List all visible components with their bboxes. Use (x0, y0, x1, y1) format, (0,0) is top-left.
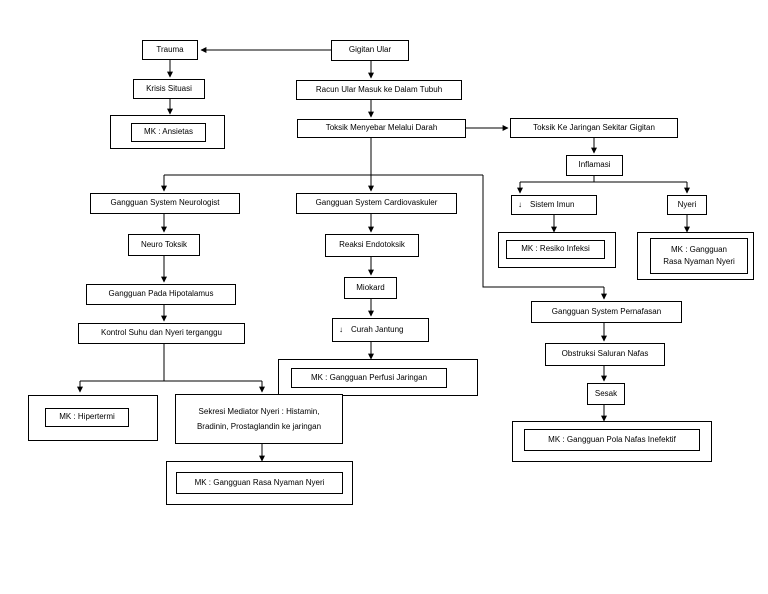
label-racun-ular: Racun Ular Masuk ke Dalam Tubuh (315, 84, 443, 94)
node-mk-hipertermi: MK : Hipertermi (45, 408, 129, 427)
node-mk-perfusi: MK : Gangguan Perfusi Jaringan (291, 368, 447, 388)
node-mk-nyaman-nyeri: MK : Gangguan Rasa Nyaman Nyeri (650, 238, 748, 274)
node-mk-pola-nafas: MK : Gangguan Pola Nafas Inefektif (524, 429, 700, 451)
node-mk-rasa-nyaman-nyeri: MK : Gangguan Rasa Nyaman Nyeri (176, 472, 343, 494)
label-mk-nyaman-line1: MK : Gangguan (670, 245, 728, 254)
node-obstruksi: Obstruksi Saluran Nafas (545, 343, 665, 366)
down-arrow-icon: ↓ (518, 199, 522, 209)
mk-pola-nafas-frame (512, 421, 712, 462)
node-nyeri: Nyeri (667, 195, 707, 215)
label-curah-jantung: Curah Jantung (351, 324, 404, 334)
node-hipotalamus: Gangguan Pada Hipotalamus (86, 284, 236, 305)
label-mk-nyaman-line2: Rasa Nyaman Nyeri (663, 257, 735, 266)
label-sesak: Sesak (594, 388, 618, 398)
label-hipotalamus: Gangguan Pada Hipotalamus (108, 289, 214, 299)
arrow-inflamasi-branches (520, 176, 687, 183)
label-sekresi-line2: Bradinin, Prostaglandin ke jaringan (196, 422, 322, 431)
label-miokard: Miokard (356, 282, 385, 292)
node-curah-jantung: ↓ Curah Jantung (332, 318, 429, 342)
node-sesak: Sesak (587, 383, 625, 405)
label-inflamasi: Inflamasi (578, 160, 611, 170)
label-gigitan-ular: Gigitan Ular (348, 45, 392, 55)
node-pernafasan: Gangguan System Pernafasan (531, 301, 682, 323)
label-neuro-toksik: Neuro Toksik (140, 239, 188, 249)
node-mk-resiko-infeksi: MK : Resiko Infeksi (506, 240, 605, 259)
label-neurologist: Gangguan System Neurologist (110, 198, 220, 208)
label-kontrol-suhu: Kontrol Suhu dan Nyeri terganggu (101, 328, 222, 338)
node-neuro-toksik: Neuro Toksik (128, 234, 200, 256)
node-kontrol-suhu: Kontrol Suhu dan Nyeri terganggu (78, 323, 245, 344)
mk-perfusi-frame (278, 359, 478, 396)
node-gigitan-ular: Gigitan Ular (331, 40, 409, 61)
mk-resiko-infeksi-frame (498, 232, 616, 268)
mk-rasa-nyaman-frame (166, 461, 353, 505)
node-neurologist: Gangguan System Neurologist (90, 193, 240, 214)
mk-hipertermi-frame (28, 395, 158, 441)
label-obstruksi: Obstruksi Saluran Nafas (561, 349, 649, 359)
label-reaksi-endotoksik: Reaksi Endotoksik (339, 240, 405, 250)
label-cardiovaskuler: Gangguan System Cardiovaskuler (315, 198, 438, 208)
bus-lines (164, 138, 604, 288)
label-sistem-imun: Sistem Imun (530, 199, 575, 209)
label-pernafasan: Gangguan System Pernafasan (551, 306, 662, 316)
label-trauma: Trauma (156, 44, 184, 54)
label-nyeri: Nyeri (677, 199, 697, 209)
label-mk-perfusi: MK : Gangguan Perfusi Jaringan (310, 372, 428, 382)
label-toksik-menyebar: Toksik Menyebar Melalui Darah (325, 123, 438, 133)
node-krisis-situasi: Krisis Situasi (133, 79, 205, 99)
label-mk-resiko-infeksi: MK : Resiko Infeksi (521, 244, 590, 254)
label-mk-pola-nafas: MK : Gangguan Pola Nafas Inefektif (548, 434, 676, 444)
label-sekresi-line1: Sekresi Mediator Nyeri : Histamin, (198, 406, 320, 416)
label-mk-rasa-nyaman-nyeri: MK : Gangguan Rasa Nyaman Nyeri (194, 477, 325, 487)
node-sistem-imun: ↓ Sistem Imun (511, 195, 597, 215)
node-sekresi: Sekresi Mediator Nyeri : Histamin, Bradi… (175, 394, 343, 444)
node-trauma: Trauma (142, 40, 198, 60)
node-toksik-jaringan: Toksik Ke Jaringan Sekitar Gigitan (510, 118, 678, 138)
mk-ansietas-frame (110, 115, 225, 149)
node-racun-ular: Racun Ular Masuk ke Dalam Tubuh (296, 80, 462, 100)
node-miokard: Miokard (344, 277, 397, 299)
label-mk-ansietas: MK : Ansietas (144, 127, 193, 137)
mk-nyaman-frame (637, 232, 754, 280)
label-toksik-jaringan: Toksik Ke Jaringan Sekitar Gigitan (533, 122, 655, 132)
node-reaksi-endotoksik: Reaksi Endotoksik (325, 234, 419, 257)
node-mk-ansietas: MK : Ansietas (131, 123, 206, 142)
node-inflamasi: Inflamasi (566, 155, 623, 176)
down-arrow-icon: ↓ (339, 324, 343, 334)
kontrol-branch (80, 344, 262, 382)
label-mk-hipertermi: MK : Hipertermi (59, 412, 115, 422)
label-krisis-situasi: Krisis Situasi (146, 83, 192, 93)
node-cardiovaskuler: Gangguan System Cardiovaskuler (296, 193, 457, 214)
node-toksik-menyebar: Toksik Menyebar Melalui Darah (297, 119, 466, 138)
